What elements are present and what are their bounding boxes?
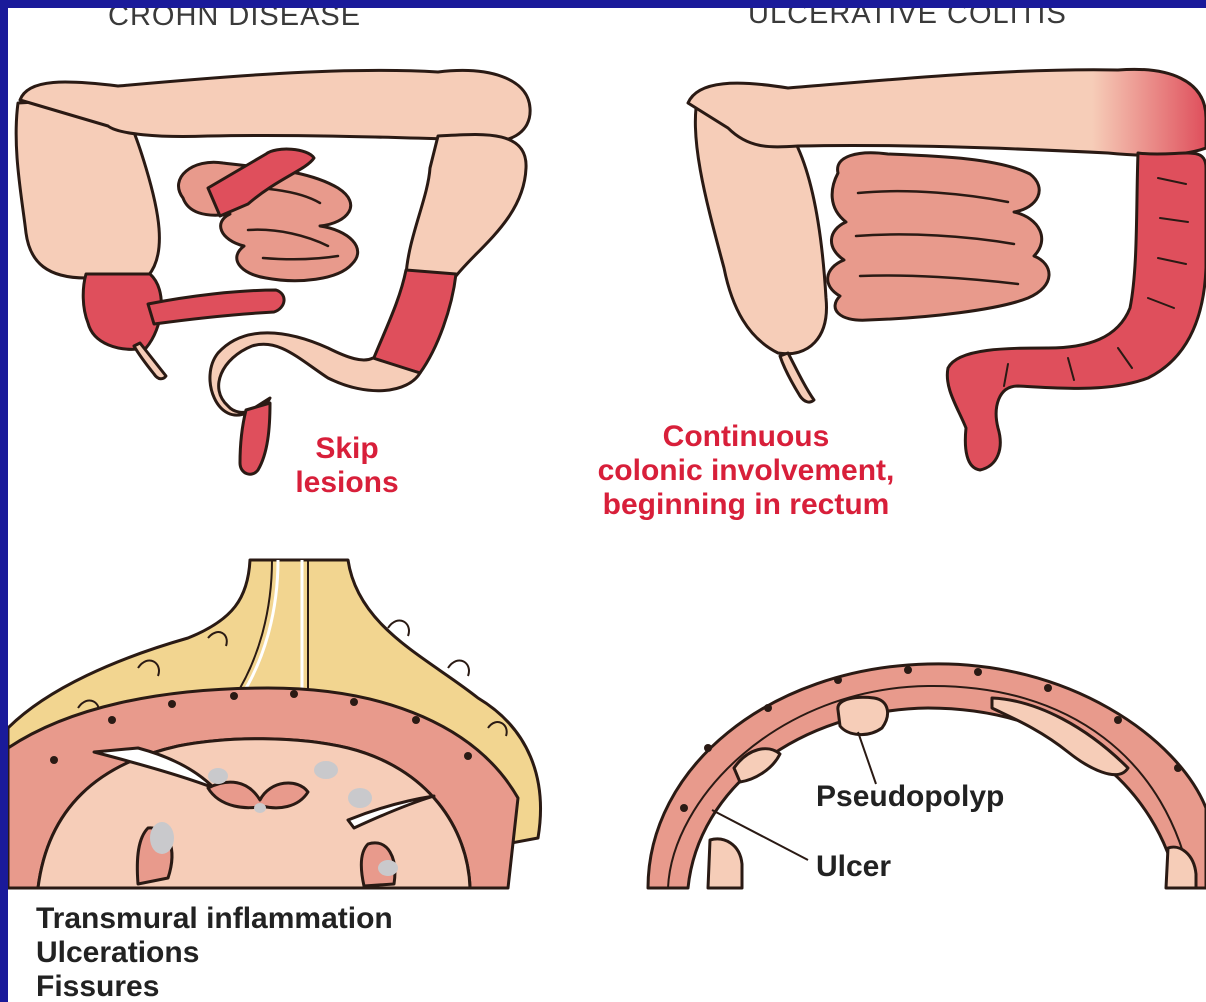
uc-wall-cross-section: [648, 664, 1206, 888]
crohn-ileum-lesion: [148, 290, 284, 324]
skip-lesions-line-2: lesions: [272, 466, 422, 500]
uc-pseudopolyp: [838, 697, 888, 734]
heading-crohn-disease: CROHN DISEASE: [108, 8, 361, 31]
uc-transverse-colon: [688, 69, 1206, 155]
crohn-wall-cross-section: [8, 560, 541, 888]
feature-ulcerations: Ulcerations: [36, 936, 393, 970]
pseudopolyp-label: Pseudopolyp: [816, 780, 1004, 814]
feature-transmural: Transmural inflammation: [36, 902, 393, 936]
uc-colon-diagram: [688, 69, 1206, 470]
feature-fissures: Fissures: [36, 970, 393, 1002]
crohn-colon-diagram: [16, 70, 530, 474]
slide: CROHN DISEASE ULCERATIVE COLITIS Skip le…: [8, 8, 1206, 1002]
uc-ulcer-mark: [708, 839, 742, 888]
continuous-involvement-label: Continuous colonic involvement, beginnin…: [538, 420, 954, 522]
uc-pseudopolyp-pointer: [858, 732, 876, 784]
continuous-line-1: Continuous: [538, 420, 954, 454]
continuous-line-2: colonic involvement,: [538, 454, 954, 488]
crohn-descending-colon: [406, 134, 526, 276]
continuous-line-3: beginning in rectum: [538, 488, 954, 522]
skip-lesions-label: Skip lesions: [272, 432, 422, 500]
crohn-skip-lesion-descending: [373, 270, 456, 373]
crohn-appendix: [134, 343, 166, 379]
heading-ulcerative-colitis: ULCERATIVE COLITIS: [748, 8, 1067, 29]
crohn-rectum-lesion: [240, 403, 270, 474]
skip-lesions-line-1: Skip: [272, 432, 422, 466]
ulcer-label: Ulcer: [816, 850, 891, 884]
uc-appendix: [780, 353, 814, 402]
crohn-features-list: Transmural inflammation Ulcerations Fiss…: [36, 902, 393, 1002]
